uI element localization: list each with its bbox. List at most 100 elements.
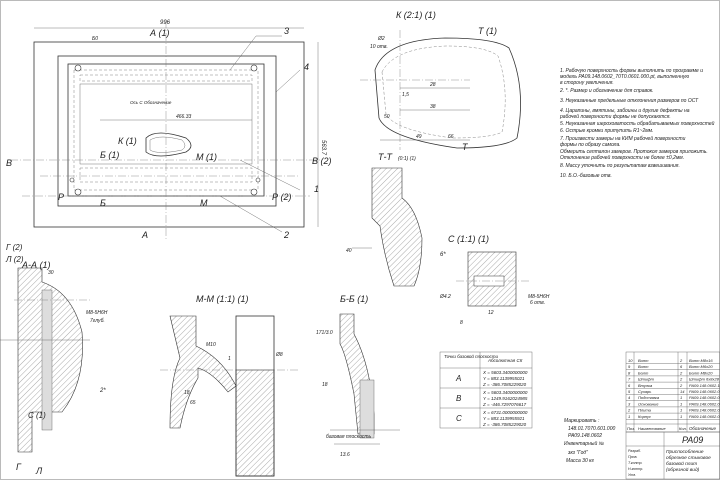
drawing-text: рабочей поверхности формы не допускаются…	[559, 113, 671, 120]
dim: 50	[384, 114, 390, 120]
drawing-text: Маркировать :	[564, 418, 600, 424]
spec-cell: 2	[679, 370, 683, 375]
spec-cell: Штифт 6х8х28	[689, 377, 720, 382]
drawing-text: X = 6731.0000000000	[482, 410, 528, 415]
dim: 6*	[440, 252, 446, 258]
spec-cell: Винт М6х20	[689, 364, 713, 369]
spec-cell: 1	[680, 395, 682, 400]
view-k: К (2:1) (1) Т (1) Т-Т (0:1) (1) Т Ø2 10 …	[360, 10, 521, 162]
dim: 66	[448, 134, 454, 140]
dim: 6 отв.	[530, 300, 545, 306]
spec-cell: 2	[679, 358, 683, 363]
dim: 40	[346, 248, 352, 254]
callout-2: 2	[283, 230, 289, 240]
section-l-bottom: Л	[35, 466, 43, 476]
spec-cell: Корпус	[638, 414, 651, 419]
section-tt-title: Т-Т	[378, 152, 393, 162]
drawing-text: (обрезной вид)	[666, 466, 700, 473]
dim-inner: 466.33	[176, 114, 192, 120]
dim: М10	[206, 342, 216, 348]
section-v-right: В (2)	[312, 156, 332, 166]
dim: 8	[460, 320, 463, 326]
drawing-text: Y = 883.1139955021	[483, 376, 525, 381]
spec-cell: 14	[680, 389, 685, 394]
drawing-text: Наименование	[638, 426, 666, 431]
drawing-code: РА09	[682, 435, 703, 445]
spec-cell: Болт М8х20	[689, 370, 713, 375]
spec-cell: Плита	[638, 408, 652, 413]
spec-cell: РА09.148.0602.02	[689, 408, 720, 413]
drawing-text: В	[456, 394, 462, 403]
dim: 1,5	[402, 92, 409, 98]
drawing-text: Масса 30 кг	[566, 458, 594, 464]
spec-cell: 3	[628, 401, 631, 406]
spec-cell: Винт	[638, 364, 649, 369]
axis-note: Ось С Обозначение	[130, 100, 172, 105]
spec-cell: 6	[680, 364, 683, 369]
view-t-marker: Т (1)	[478, 26, 497, 36]
drawing-text: Н.контр.	[628, 467, 643, 471]
section-b-right: Б	[100, 198, 106, 208]
dim: 30	[48, 270, 54, 276]
drawing-text: Пров.	[628, 455, 637, 459]
dim: 28	[429, 82, 436, 88]
section-m-bottom: М	[200, 198, 208, 208]
drawing-text: 8. Массу уточнить по результатам взвешив…	[560, 163, 680, 169]
drawing-text: Т.контр.	[628, 461, 643, 465]
section-a-top: А (1)	[149, 28, 170, 38]
spec-cell: РА09.148.0602.06	[689, 395, 720, 400]
spec-cell: 10	[628, 358, 633, 363]
section-bb: Б-Б (1) 171/3.0 18 13.6 базовая плоскост…	[316, 294, 400, 458]
spec-cell: 5	[628, 389, 631, 394]
section-p-left: Р	[58, 192, 64, 202]
main-view: 996 563.7 466.33 Ось С Обозначение А (1)…	[6, 20, 332, 240]
hole-label: Б0	[92, 36, 98, 42]
drawing-text: Отклонение рабочей поверхности не более …	[560, 154, 684, 161]
spec-cell: 9	[628, 364, 631, 369]
section-mm-title: М-М (1:1) (1)	[196, 294, 249, 304]
spec-cell: 1	[680, 408, 682, 413]
dim: 1	[228, 356, 231, 362]
drawing-text: 6. Острые кромки притупить R1~2мм.	[560, 128, 654, 134]
spec-cell: 4	[628, 395, 631, 400]
dim: М8-5Н6Н	[528, 294, 550, 300]
section-aa-title: А-А (1)	[21, 260, 51, 270]
spec-cell: РА09.148.0602.07	[689, 389, 720, 394]
view-c: С (1:1) (1) 6* Ø4.2 М8-5Н6Н 6 отв. 8 12	[439, 234, 550, 326]
drawing-text: Точки базовой плоскости	[444, 353, 498, 359]
view-k-title: К (2:1) (1)	[396, 10, 436, 20]
view-c-title: С (1:1) (1)	[448, 234, 489, 244]
drawing-text: в сторону увеличения.	[560, 80, 614, 86]
callout-4: 4	[304, 62, 309, 72]
spec-cell: Винт	[638, 358, 649, 363]
drawing-text: Y = 883.1139955921	[483, 416, 525, 421]
drawing-text: Z = -446.7297076617	[482, 402, 527, 407]
section-g-bottom: Г	[16, 462, 22, 472]
section-t-profile: 40	[346, 167, 423, 287]
callout-1: 1	[314, 184, 319, 194]
drawing-text: С	[456, 414, 462, 423]
technical-notes: 1. Рабочую поверхность формы выполнить п…	[559, 68, 715, 179]
drawing-text: 3. Неуказанные предельные отклонения раз…	[560, 98, 699, 104]
section-p-right: Р (2)	[272, 192, 292, 202]
dim: Ø4.2	[439, 294, 451, 300]
dim: Ø2	[377, 36, 385, 42]
drawing-text: 10. Б.О.-базовые отв.	[560, 173, 612, 179]
dim: М8-5Н6Н	[86, 310, 108, 316]
drawing-text: обрезное стыковое	[666, 455, 711, 461]
drawing-text: Кол.	[679, 426, 687, 431]
marking-note: Маркировать : 148.01.7070.601.000 РА09.1…	[564, 418, 615, 464]
drawing-text: зкз "Год"	[567, 450, 588, 456]
spec-cell: Основание	[638, 401, 659, 406]
drawing-text: X = 5603.3400000000	[482, 370, 528, 375]
spec-cell: 2	[627, 408, 631, 413]
section-b-left: Б (1)	[100, 150, 119, 160]
dim: 171/3.0	[316, 330, 333, 336]
drawing-text: Обозначение	[689, 426, 716, 431]
coordinate-table: Точки базовой плоскости Абсолютная СК А …	[439, 351, 533, 429]
drawing-text: Y = 1249.9162024985	[483, 396, 528, 401]
drawing-text: Разраб.	[628, 449, 641, 453]
section-c-label: С (1)	[28, 411, 46, 420]
